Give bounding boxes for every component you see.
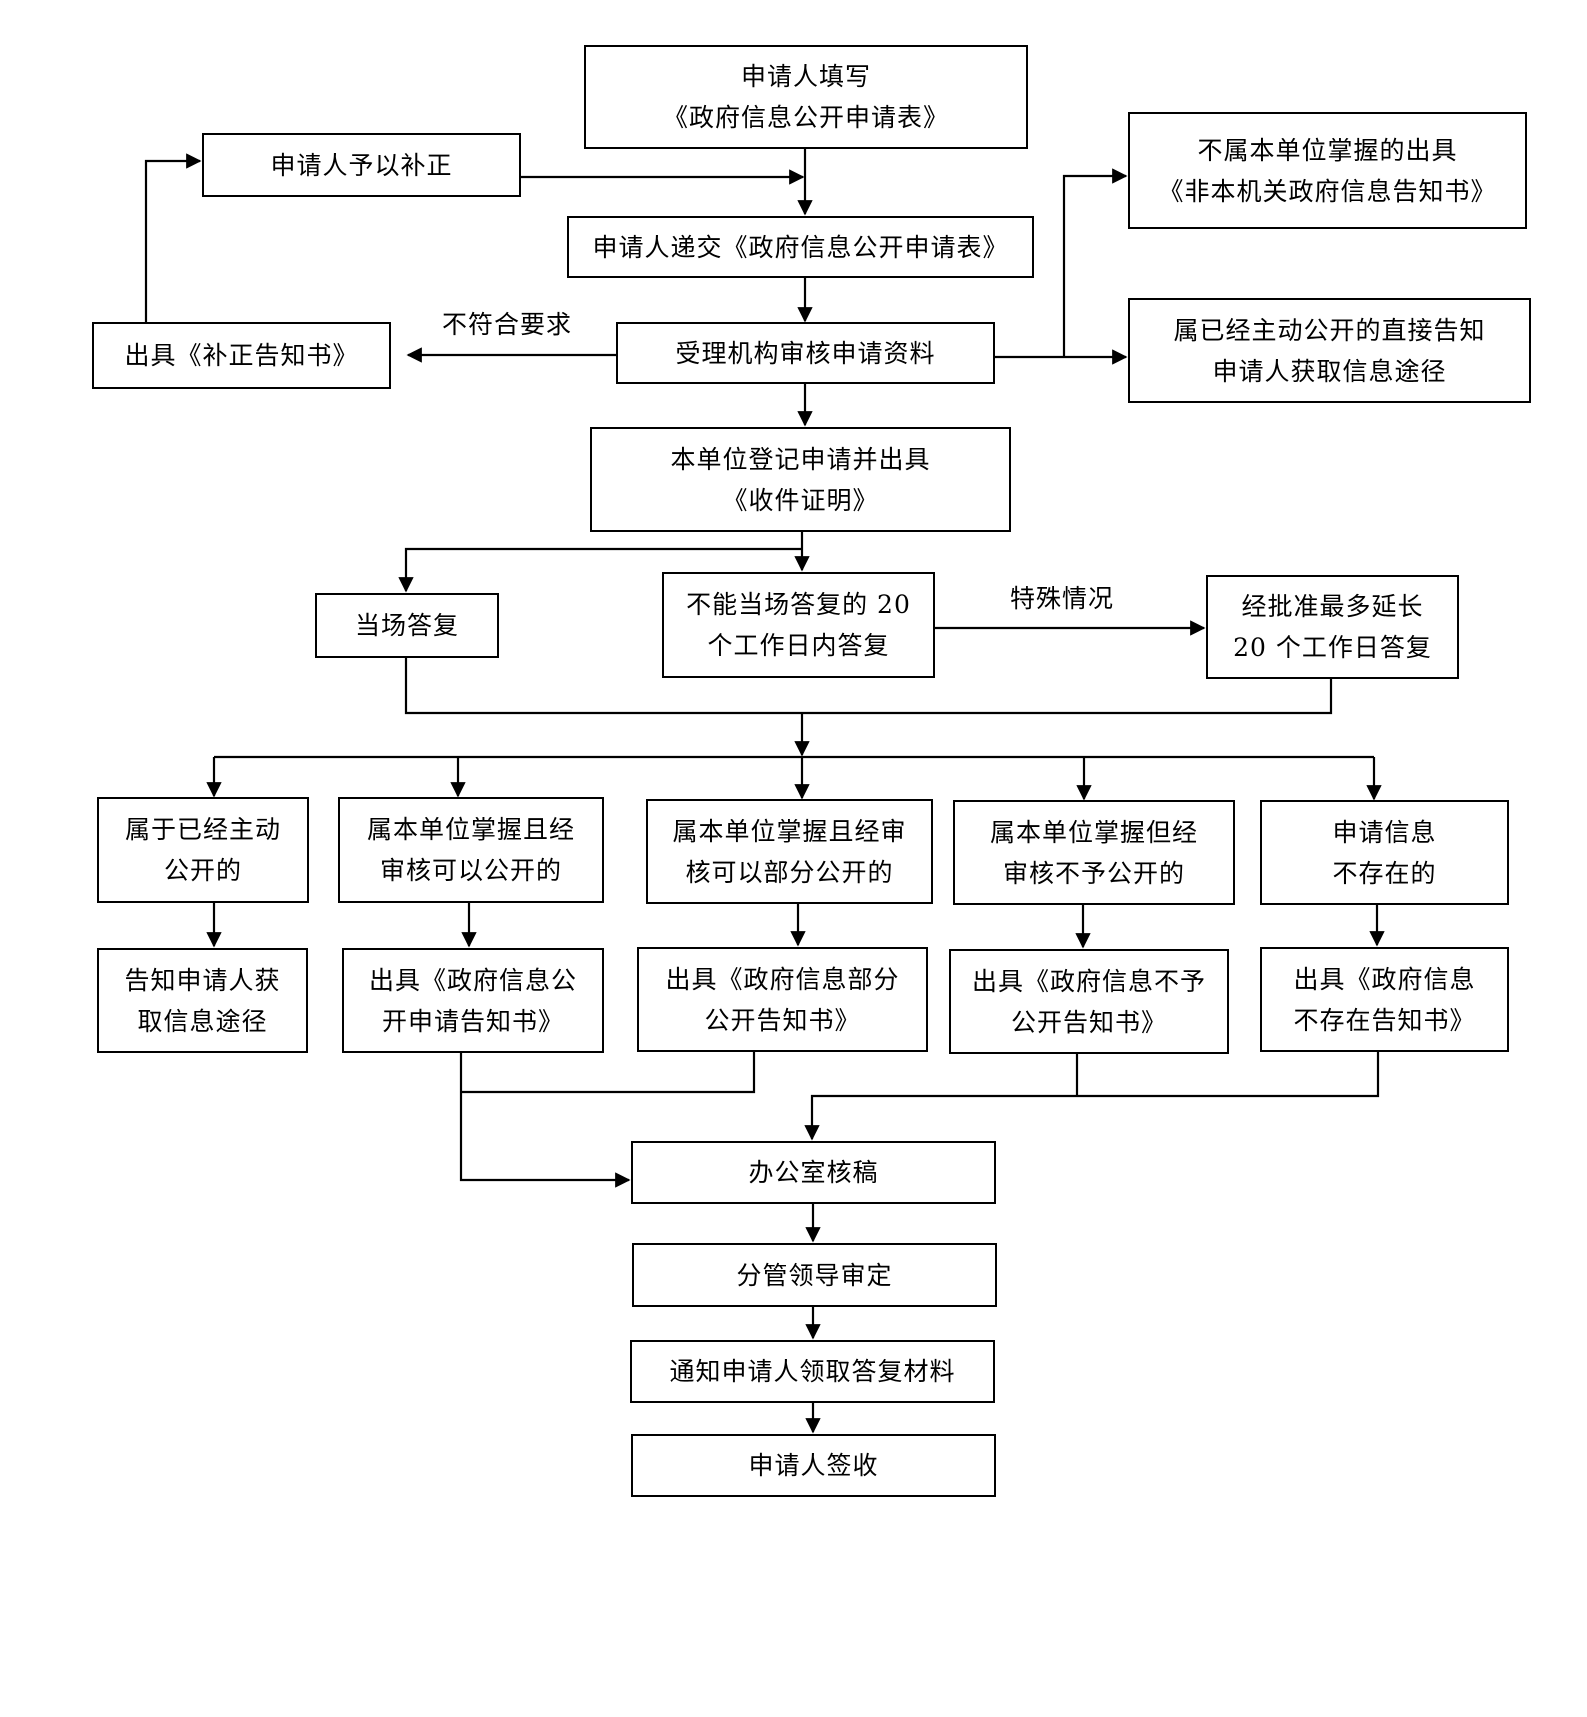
node-not-our-unit: 不属本单位掌握的出具 《非本机关政府信息告知书》 (1128, 112, 1527, 229)
node-text: 出具《政府信息部分 (665, 964, 900, 994)
edge-col3-merge (461, 1051, 756, 1094)
node-text: 个工作日内答复 (707, 631, 890, 660)
node-text: 通知申请人领取答复材料 (669, 1357, 956, 1386)
node-reply-on-spot: 当场答复 (315, 593, 499, 658)
node-text: 经批准最多延长 (1241, 592, 1424, 621)
node-text: 审核可以公开的 (379, 856, 562, 885)
node-text: 属本单位掌握且经 (366, 815, 575, 844)
node-supplement: 申请人予以补正 (202, 133, 521, 197)
node-text: 公开告知书》 (1010, 1007, 1167, 1037)
node-out-disclose-notice: 出具《政府信息公 开申请告知书》 (342, 948, 604, 1053)
node-leader-approve: 分管领导审定 (632, 1243, 997, 1307)
node-cat-can-disclose: 属本单位掌握且经 审核可以公开的 (338, 797, 604, 903)
node-submit-form: 申请人递交《政府信息公开申请表》 (567, 216, 1034, 278)
node-text: 申请人予以补正 (270, 150, 453, 180)
node-cat-already-public: 属于已经主动 公开的 (97, 797, 309, 903)
node-text: 公开的 (163, 856, 242, 885)
node-text: 取信息途径 (137, 1006, 268, 1036)
node-out-inform-access: 告知申请人获 取信息途径 (97, 948, 308, 1053)
node-notify-pickup: 通知申请人领取答复材料 (630, 1340, 995, 1403)
node-text: 开申请告知书》 (381, 1006, 564, 1036)
node-text: 出具《政府信息 (1293, 964, 1476, 994)
node-text: 属于已经主动 (124, 815, 281, 844)
node-out-not-disclose-notice: 出具《政府信息不予 公开告知书》 (949, 949, 1229, 1054)
node-text: 20 个工作日答复 (1233, 633, 1432, 662)
node-text: 办公室核稿 (748, 1158, 879, 1187)
node-text: 申请人填写 (740, 62, 871, 91)
node-text: 本单位登记申请并出具 (670, 444, 931, 474)
node-fill-form: 申请人填写 《政府信息公开申请表》 (584, 45, 1028, 149)
node-text: 不存在告知书》 (1293, 1005, 1476, 1035)
node-text: 出具《政府信息公 (368, 965, 577, 995)
node-reply-20-days: 不能当场答复的 20 个工作日内答复 (662, 572, 935, 678)
node-text: 不能当场答复的 20 (686, 590, 911, 619)
node-text: 《政府信息公开申请表》 (662, 103, 949, 132)
node-text: 《非本机关政府信息告知书》 (1158, 176, 1497, 206)
edge-spot-merge (404, 657, 1333, 715)
node-cat-partial-disclose: 属本单位掌握且经审 核可以部分公开的 (646, 799, 933, 904)
node-text: 公开告知书》 (704, 1005, 861, 1035)
node-text: 受理机构审核申请资料 (675, 338, 936, 368)
node-office-review: 办公室核稿 (631, 1141, 996, 1204)
node-text: 《收件证明》 (722, 485, 879, 515)
node-text: 申请人签收 (748, 1451, 879, 1480)
node-text: 当场答复 (354, 611, 459, 640)
node-text: 属已经主动公开的直接告知 (1173, 315, 1486, 345)
node-text: 核可以部分公开的 (685, 857, 894, 887)
node-already-public-direct: 属已经主动公开的直接告知 申请人获取信息途径 (1128, 298, 1531, 403)
edge-right-merge (804, 1051, 1380, 1141)
node-register-receipt: 本单位登记申请并出具 《收件证明》 (590, 427, 1011, 532)
edge-left-merge (459, 1052, 631, 1188)
node-cat-not-exist: 申请信息 不存在的 (1260, 800, 1509, 905)
node-text: 出具《政府信息不予 (971, 966, 1206, 996)
node-out-not-exist-notice: 出具《政府信息 不存在告知书》 (1260, 947, 1509, 1052)
node-cat-not-disclose: 属本单位掌握但经 审核不予公开的 (953, 800, 1235, 905)
node-text: 审核不予公开的 (1002, 858, 1185, 888)
node-text: 属本单位掌握但经 (989, 817, 1198, 847)
node-text: 不属本单位掌握的出具 (1197, 135, 1458, 165)
node-extend-20-days: 经批准最多延长 20 个工作日答复 (1206, 575, 1459, 679)
edge-label-not-meet-requirements: 不符合要求 (442, 310, 573, 339)
node-text: 出具《补正告知书》 (124, 341, 359, 370)
node-text: 申请人递交《政府信息公开申请表》 (592, 232, 1009, 262)
node-out-partial-notice: 出具《政府信息部分 公开告知书》 (637, 947, 928, 1052)
node-text: 申请人获取信息途径 (1212, 356, 1447, 386)
node-applicant-sign: 申请人签收 (631, 1434, 996, 1497)
node-text: 申请信息 (1332, 817, 1437, 847)
edge-label-special-circumstances: 特殊情况 (1010, 584, 1115, 613)
edge-register-to-spot (398, 547, 802, 593)
node-text: 告知申请人获 (124, 965, 281, 995)
node-review-materials: 受理机构审核申请资料 (616, 322, 995, 384)
edge-correction-to-supplement (144, 153, 202, 322)
node-text: 分管领导审定 (736, 1260, 893, 1290)
node-text: 不存在的 (1332, 858, 1437, 888)
node-correction-notice: 出具《补正告知书》 (92, 322, 391, 389)
edge-review-to-not-our-unit (1062, 168, 1128, 357)
node-text: 属本单位掌握且经审 (672, 816, 907, 846)
